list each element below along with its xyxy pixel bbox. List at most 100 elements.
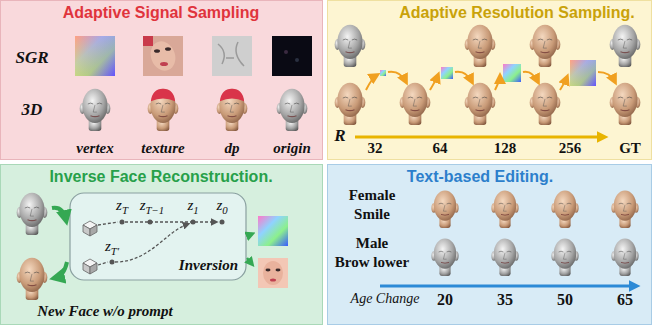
column-label: dp <box>225 140 240 157</box>
art-part <box>258 216 288 246</box>
art-part <box>120 220 125 225</box>
panel: Adaptive Resolution Sampling. <box>327 0 652 160</box>
art-part <box>570 60 596 86</box>
axis-label: Age Change <box>351 291 420 307</box>
prompt-word: Female <box>349 187 396 204</box>
axis-tick: 64 <box>433 140 448 157</box>
art-part <box>1 1 323 160</box>
subscript: T−1 <box>146 204 165 216</box>
latent-label: zT′ <box>105 238 119 255</box>
art-part <box>83 225 90 236</box>
art-part <box>611 190 638 228</box>
axis-tick: 256 <box>559 140 582 157</box>
art-part <box>560 77 567 90</box>
axis-tick: 65 <box>617 291 633 309</box>
art-part <box>284 50 288 54</box>
art-part <box>335 83 366 125</box>
inversion-art <box>17 193 288 300</box>
art-part <box>220 220 225 225</box>
art-part <box>151 89 175 102</box>
art-part <box>272 36 312 76</box>
art-part <box>160 62 168 66</box>
art-part <box>335 25 366 67</box>
art-part <box>277 89 308 131</box>
box-label: Inversion <box>179 257 238 274</box>
art-part <box>465 25 496 67</box>
panel: Adaptive Signal Sampling <box>0 0 323 160</box>
art-part <box>75 36 115 76</box>
art-part <box>366 75 377 90</box>
cube-icon <box>83 221 97 274</box>
art-part <box>217 89 248 131</box>
art-part <box>148 89 179 131</box>
panel-title: Text-based Editing. <box>407 168 553 186</box>
art-part <box>143 36 153 46</box>
art-part <box>400 83 431 125</box>
axis-tick: 32 <box>368 140 383 157</box>
art-part <box>610 83 641 125</box>
art-part <box>551 190 578 228</box>
row-label: 3D <box>22 100 43 120</box>
art-part <box>191 220 196 225</box>
editing-heads <box>431 190 638 276</box>
art-part <box>270 279 276 282</box>
axis-label: R <box>334 126 345 146</box>
art-part <box>115 224 188 262</box>
art-part <box>70 193 246 280</box>
age-axis <box>380 285 636 288</box>
art-part <box>441 67 453 79</box>
art-part <box>495 76 500 90</box>
art-part <box>75 36 115 76</box>
art-part <box>611 238 638 276</box>
prompt-word: Smile <box>354 206 390 223</box>
column-label: origin <box>273 140 311 157</box>
art-part <box>52 208 66 220</box>
subscript: T′ <box>111 245 119 257</box>
art-part <box>220 89 244 102</box>
art-part <box>455 72 472 82</box>
art-part <box>55 262 67 278</box>
column-label: vertex <box>76 140 113 157</box>
art-part <box>388 72 406 82</box>
axis-tick: 50 <box>557 291 573 309</box>
axis-tick: 20 <box>437 291 453 309</box>
art-part <box>465 83 496 125</box>
signal-tiles <box>75 36 312 76</box>
art-part <box>247 258 252 264</box>
axis-tick: 35 <box>497 291 513 309</box>
panel-title: Inverse Face Reconstruction. <box>49 168 272 186</box>
panel-title: Adaptive Resolution Sampling. <box>399 4 635 22</box>
art-part <box>90 225 97 236</box>
latent-label: z0 <box>216 197 227 214</box>
art-part <box>295 58 299 62</box>
art-part <box>90 263 97 274</box>
panel-title: Adaptive Signal Sampling <box>63 4 259 22</box>
art-part <box>125 221 216 222</box>
art-part <box>1 165 323 325</box>
art-part <box>263 261 283 285</box>
caption-note: New Face w/o prompt <box>37 303 172 320</box>
latent-label: zT <box>116 197 128 214</box>
art-part <box>328 165 652 325</box>
resolution-heads <box>335 25 641 125</box>
art-part <box>154 49 160 53</box>
latent-label: zT−1 <box>140 197 165 214</box>
art-part <box>258 258 288 288</box>
axis-tick: GT <box>619 140 641 157</box>
art-part <box>491 190 518 228</box>
subscript: T <box>122 204 128 216</box>
axis-tick: 128 <box>494 140 517 157</box>
art-part <box>503 64 521 82</box>
art-part <box>218 42 244 66</box>
art-part <box>530 83 561 125</box>
art-part <box>328 1 652 160</box>
art-part <box>148 220 153 225</box>
art-part <box>610 25 641 67</box>
art-part <box>98 262 108 265</box>
prompt-word: Male <box>356 235 388 252</box>
resolution-arrows <box>366 72 615 90</box>
art-part <box>430 75 438 90</box>
